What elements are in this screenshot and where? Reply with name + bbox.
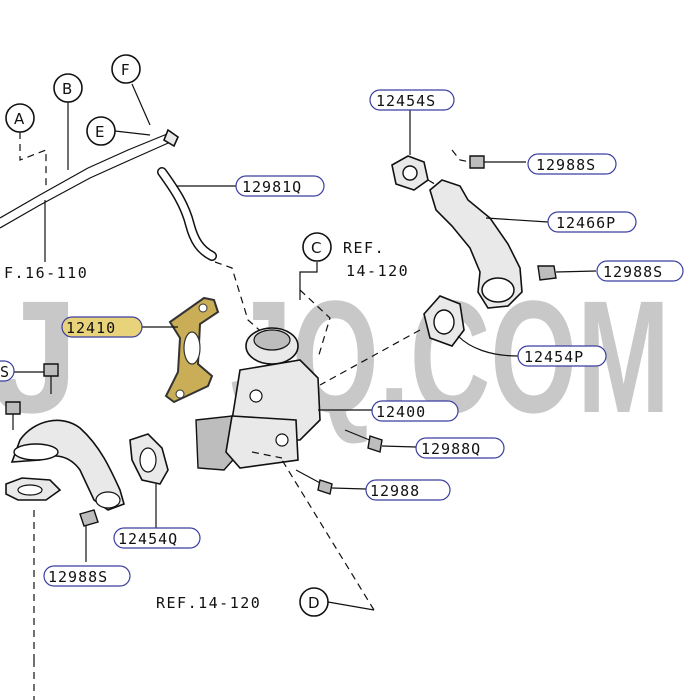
gasket-12454s	[391, 110, 429, 191]
harness-lines	[0, 83, 179, 262]
bolt-12988s-top	[451, 149, 526, 169]
callout-D-label: D	[308, 594, 320, 612]
callout-C-label: C	[311, 239, 321, 257]
pipe-12466p	[429, 179, 549, 309]
part-label-12988s-bottom-text: 12988S	[48, 568, 108, 586]
part-label-12988s-right[interactable]: 12988S	[596, 260, 684, 282]
part-label-12454q[interactable]: 12454Q	[113, 527, 201, 549]
part-label-12466p[interactable]: 12466P	[547, 211, 637, 233]
callout-D: D	[281, 459, 375, 617]
bolt-12988	[295, 469, 367, 495]
part-label-12988s-right-text: 12988S	[603, 263, 663, 281]
part-label-12454p-text: 12454P	[524, 348, 584, 366]
part-label-12988q-text: 12988Q	[421, 440, 481, 458]
bolt-12988q	[344, 429, 417, 453]
part-label-12410[interactable]: 12410	[61, 316, 143, 338]
part-label-12988s-top[interactable]: 12988S	[527, 153, 617, 175]
part-label-12400-text: 12400	[376, 403, 426, 421]
callout-A-label: A	[14, 110, 25, 128]
watermark-fragment: J	[0, 267, 79, 446]
callout-F-label: F	[121, 61, 130, 79]
bolt-12988s-bottom	[79, 509, 99, 562]
callout-E: E	[86, 116, 116, 146]
bolt-12988s-right	[537, 265, 597, 281]
ref-14-120-c-line2: 14-120	[346, 262, 409, 280]
part-label-s-edge-text: S	[0, 363, 10, 381]
part-label-12400[interactable]: 12400	[371, 400, 459, 422]
elbow-pipe	[10, 419, 125, 511]
ref-14-120-c-line1: REF.	[343, 239, 385, 257]
callout-B: B	[53, 73, 83, 103]
gasket-12454q	[129, 433, 169, 530]
part-label-12988-text: 12988	[370, 482, 420, 500]
gasket-12410	[142, 296, 220, 404]
part-label-12981q[interactable]: 12981Q	[235, 175, 325, 197]
part-label-12466p-text: 12466P	[556, 214, 616, 232]
hose-12981q	[157, 167, 266, 336]
part-label-12454q-text: 12454Q	[118, 530, 178, 548]
part-label-12988q[interactable]: 12988Q	[415, 437, 505, 459]
gasket-lower-left	[5, 477, 62, 501]
bolt-left-edge	[5, 363, 59, 430]
part-label-12454s-top[interactable]: 12454S	[369, 89, 455, 111]
part-label-12988s-bottom[interactable]: 12988S	[43, 565, 131, 587]
callout-A: A	[5, 103, 35, 133]
callout-B-label: B	[62, 80, 72, 98]
callout-E-label: E	[95, 123, 104, 141]
callout-C: C	[299, 232, 332, 359]
part-label-12988s-top-text: 12988S	[536, 156, 596, 174]
gasket-12454p	[319, 295, 519, 386]
part-label-12981q-text: 12981Q	[242, 178, 302, 196]
egr-valve-12400	[195, 327, 372, 471]
part-label-12410-text: 12410	[66, 319, 116, 337]
part-label-12454s-top-text: 12454S	[376, 92, 436, 110]
part-label-12988[interactable]: 12988	[365, 479, 451, 501]
ref-14-120-d: REF.14-120	[156, 594, 261, 612]
part-label-s-edge[interactable]: S	[0, 360, 15, 382]
part-label-12454p[interactable]: 12454P	[517, 345, 607, 367]
ref-f16-110: F.16-110	[4, 264, 88, 282]
callout-F: F	[111, 54, 141, 84]
